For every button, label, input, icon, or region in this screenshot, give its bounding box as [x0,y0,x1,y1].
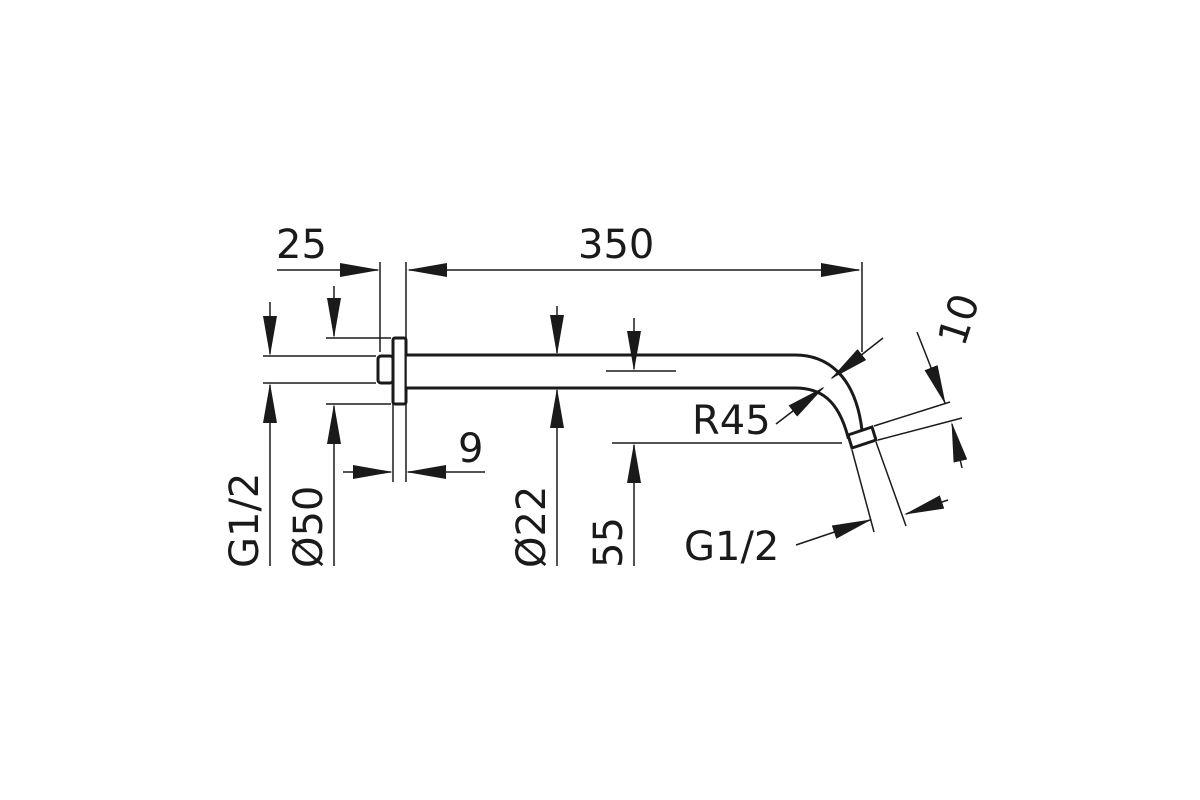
dim-label-inlet-thread: G1/2 [222,473,268,568]
wall-flange [391,336,408,406]
dim-flange-thickness: 9 [343,404,485,482]
dim-label-outlet-length: 10 [930,288,989,351]
dim-length: 350 [405,222,863,482]
dim-flange-depth: 25 [276,222,381,352]
dim-bend-radius: R45 [692,337,884,444]
dim-drop: 55 [586,318,842,568]
dim-inlet-thread: G1/2 [222,302,376,568]
dim-flange-diameter: Ø50 [286,286,391,568]
dim-label-length: 350 [578,222,654,268]
inlet-nipple [376,354,395,385]
dim-label-flange-depth: 25 [276,222,327,268]
dim-pipe-diameter: Ø22 [509,306,564,568]
dim-label-bend-radius: R45 [692,398,771,444]
outlet-nipple [846,425,878,450]
dim-label-outlet-thread: G1/2 [684,524,779,570]
dim-label-flange-diameter: Ø50 [286,486,332,568]
dim-outlet-length: 10 [873,288,989,469]
part-outline [376,336,878,450]
dim-label-drop: 55 [586,517,632,568]
dim-label-flange-thickness: 9 [458,426,483,472]
dim-outlet-thread: G1/2 [684,441,949,570]
dim-label-pipe-diameter: Ø22 [509,486,555,568]
